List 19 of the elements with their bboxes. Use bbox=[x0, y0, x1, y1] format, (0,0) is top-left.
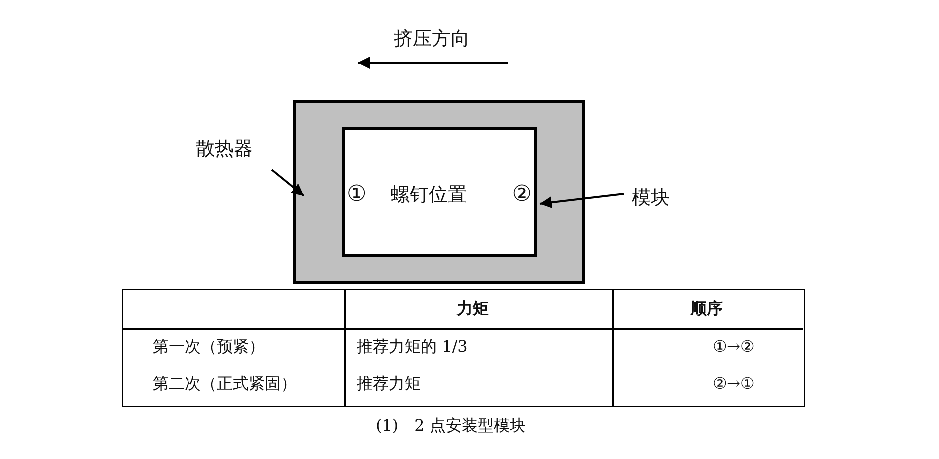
direction-label: 挤压方向 bbox=[394, 27, 470, 52]
column-header: 顺序 bbox=[691, 299, 723, 319]
module-box bbox=[342, 127, 537, 257]
leader-line bbox=[540, 193, 624, 209]
table-cell: 第二次（正式紧固） bbox=[153, 374, 297, 394]
leader-line bbox=[271, 169, 305, 197]
screw-number: ① bbox=[347, 182, 367, 207]
part-label: 模块 bbox=[632, 186, 670, 210]
part-label: 散热器 bbox=[196, 137, 253, 161]
table-cell: 推荐力矩的 1/3 bbox=[357, 337, 468, 357]
screw-number: ② bbox=[512, 182, 532, 207]
table-cell: ②→① bbox=[713, 374, 754, 394]
table-cell: 第一次（预紧） bbox=[153, 337, 265, 357]
caption: (1) 2 点安装型模块 bbox=[376, 416, 526, 437]
table-cell: 推荐力矩 bbox=[357, 374, 421, 394]
table-cell: ①→② bbox=[713, 337, 754, 357]
box-label: 螺钉位置 bbox=[391, 183, 467, 208]
heatsink-frame bbox=[293, 100, 585, 284]
column-header: 力矩 bbox=[457, 299, 489, 319]
